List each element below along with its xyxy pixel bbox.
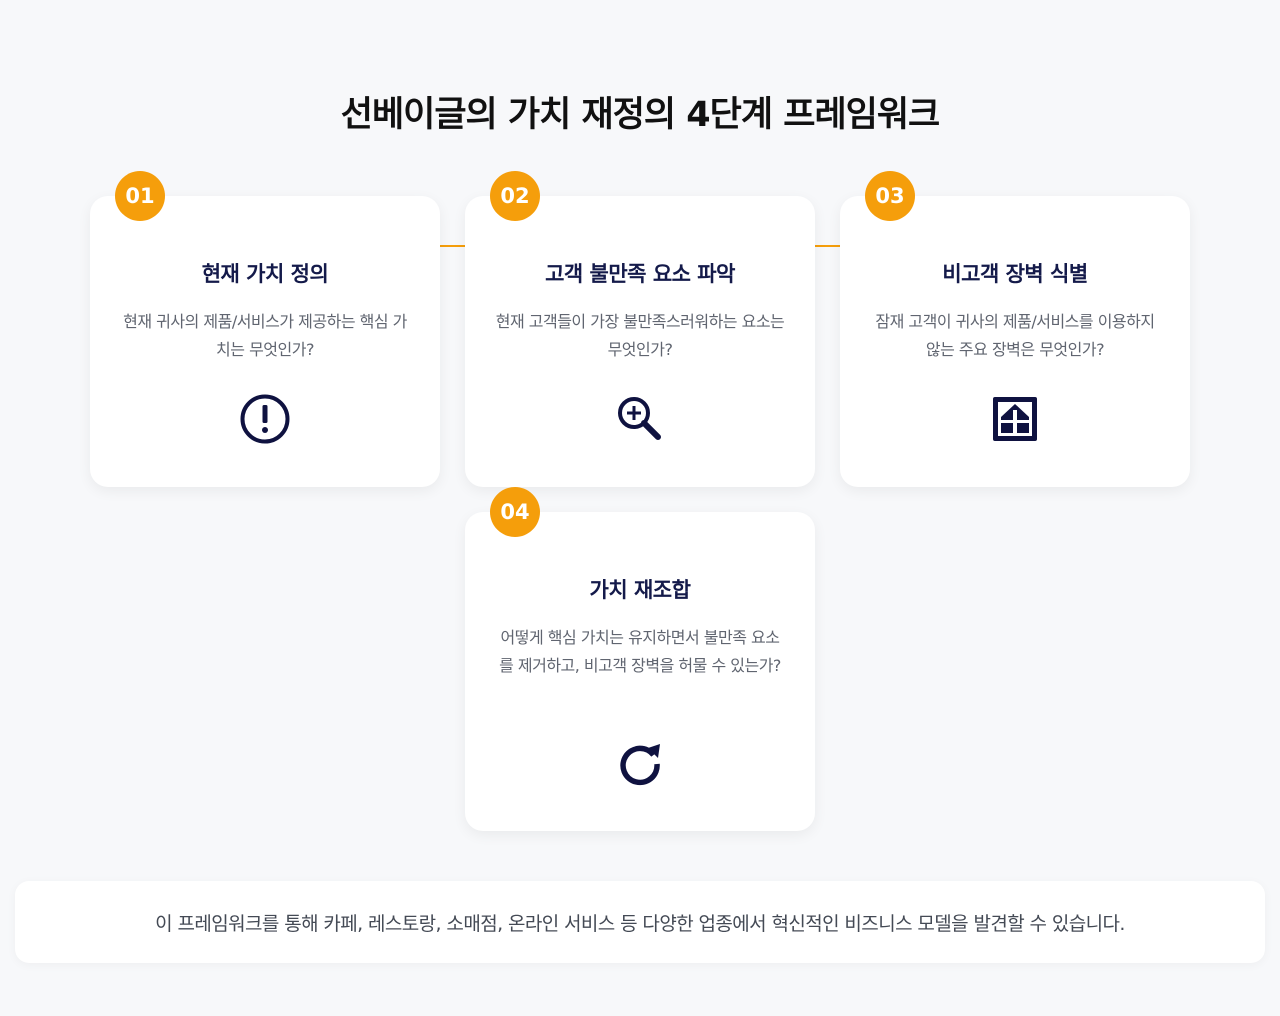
step-card-1: 01 현재 가치 정의 현재 귀사의 제품/서비스가 제공하는 핵심 가치는 무… — [90, 171, 440, 487]
summary-banner: 이 프레임워크를 통해 카페, 레스토랑, 소매점, 온라인 서비스 등 다양한… — [15, 881, 1265, 963]
step-description: 현재 고객들이 가장 불만족스러워하는 요소는 무엇인가? — [495, 312, 785, 359]
exclamation-circle-icon — [238, 392, 292, 446]
page-title: 선베이글의 가치 재정의 4단계 프레임워크 — [340, 95, 941, 135]
step-card-2: 02 고객 불만족 요소 파악 현재 고객들이 가장 불만족스러워하는 요소는 … — [465, 171, 815, 487]
connector-line-1-2 — [440, 245, 465, 247]
step-number-badge: 04 — [490, 487, 540, 537]
zoom-in-icon — [613, 392, 667, 446]
step-title: 현재 가치 정의 — [201, 262, 329, 286]
step-description: 현재 귀사의 제품/서비스가 제공하는 핵심 가치는 무엇인가? — [123, 312, 407, 359]
step-title: 고객 불만족 요소 파악 — [545, 262, 735, 286]
step-title: 비고객 장벽 식별 — [942, 262, 1088, 286]
step-title: 가치 재조합 — [589, 578, 691, 602]
step-number-badge: 03 — [865, 171, 915, 221]
step-card-4: 04 가치 재조합 어떻게 핵심 가치는 유지하면서 불만족 요소를 제거하고,… — [465, 487, 815, 831]
step-description: 어떻게 핵심 가치는 유지하면서 불만족 요소를 제거하고, 비고객 장벽을 허… — [499, 628, 781, 675]
step-card-3: 03 비고객 장벽 식별 잠재 고객이 귀사의 제품/서비스를 이용하지 않는 … — [840, 171, 1190, 487]
connector-line-2-3 — [815, 245, 840, 247]
step-description: 잠재 고객이 귀사의 제품/서비스를 이용하지 않는 주요 장벽은 무엇인가? — [875, 312, 1155, 359]
step-number-badge: 02 — [490, 171, 540, 221]
refresh-icon — [613, 737, 667, 791]
step-number-badge: 01 — [115, 171, 165, 221]
barrier-box-icon — [988, 392, 1042, 446]
